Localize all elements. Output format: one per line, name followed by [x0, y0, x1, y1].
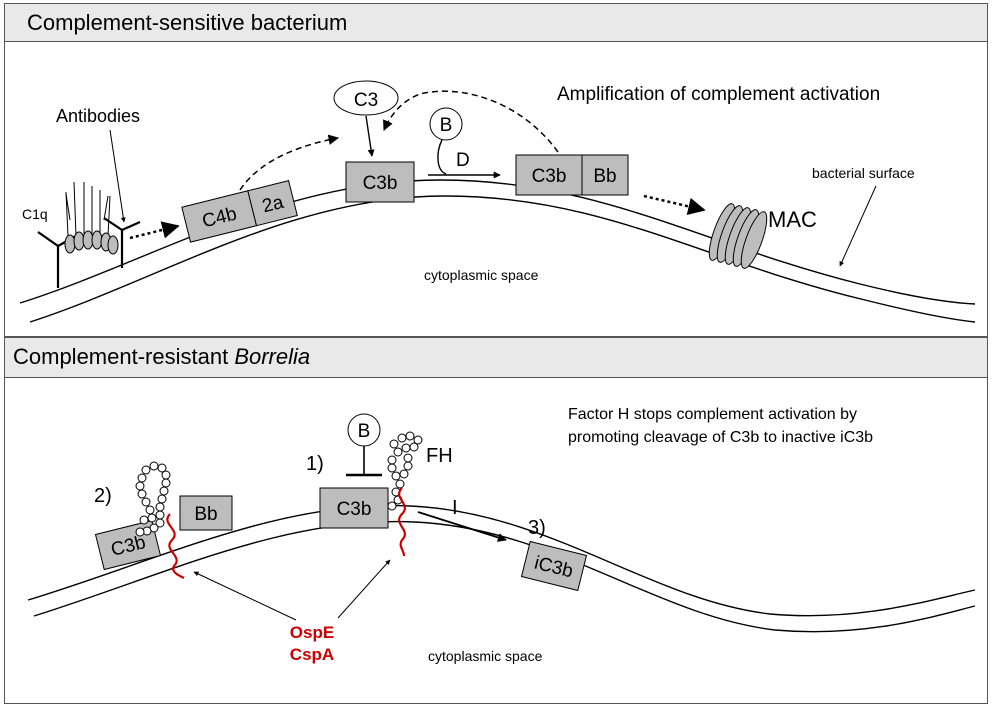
factor-d-text: D — [456, 150, 470, 171]
step-3-label: 3) — [528, 517, 546, 539]
c2a-box — [247, 179, 298, 227]
mac-label: MAC — [768, 207, 817, 232]
dotted-arrow-c1q-to-c4b — [129, 221, 180, 240]
c3b-center-text: C3b — [363, 173, 398, 194]
panel-complement-resistant: Complement-resistant Borrelia — [4, 337, 988, 704]
cytoplasmic-space-label-top: cytoplasmic space — [424, 267, 539, 283]
bacterial-surface-label: bacterial surface — [812, 165, 915, 181]
panel-title-complement-resistant: Complement-resistant Borrelia — [5, 338, 987, 378]
bb-text: Bb — [593, 166, 616, 187]
step-2-label: 2) — [94, 485, 112, 507]
cspa-label: CspA — [290, 645, 334, 664]
factor-b-hook — [437, 139, 447, 175]
factor-i-arrow — [417, 511, 507, 542]
dashed-arrow-c4b-to-c3b — [239, 134, 340, 191]
arrow-to-ospe-center — [337, 559, 391, 619]
panel-complement-sensitive: Complement-sensitive bacterium — [4, 3, 988, 337]
c3b-center-box — [345, 161, 415, 203]
membrane-outer-bottom — [27, 504, 976, 617]
bacterial-surface-pointer — [839, 185, 877, 267]
c3b-right-box — [515, 154, 583, 196]
membrane-inner-top — [29, 195, 976, 323]
antibodies-pointer-arrow — [109, 129, 126, 223]
bb-left-box — [179, 495, 233, 531]
amplification-label: Amplification of complement activation — [557, 84, 880, 105]
ic3b-group: iC3b — [520, 540, 588, 592]
panel-title-complement-sensitive: Complement-sensitive bacterium — [5, 4, 987, 42]
step-1-label: 1) — [306, 453, 324, 475]
c3-oval — [333, 80, 399, 116]
dashed-arrow-amplification-loop — [383, 90, 559, 153]
arrow-c3-to-c3b — [365, 115, 375, 157]
factor-h-text-line2: promoting cleavage of C3b to inactive iC… — [568, 429, 873, 446]
c1q-label: C1q — [22, 206, 48, 222]
fh-beads-center — [387, 431, 423, 511]
mac-pore — [708, 203, 768, 269]
ospe-cspa-center — [398, 487, 406, 557]
bb-left-text: Bb — [194, 504, 217, 525]
c1q-complex — [37, 181, 141, 288]
dotted-arrow-to-mac — [643, 194, 706, 215]
ospe-label: OspE — [290, 623, 334, 642]
title-italic-borrelia: Borrelia — [234, 344, 311, 369]
c3b-bottom-center-text: C3b — [337, 499, 372, 520]
factor-h-text-line1: Factor H stops complement activation by — [568, 406, 857, 423]
fh-beads-left — [135, 461, 171, 537]
ospe-cspa-left — [166, 513, 185, 579]
title-plain: Complement-resistant — [13, 344, 235, 369]
fh-label: FH — [426, 445, 453, 467]
antibodies-label: Antibodies — [56, 106, 140, 126]
c4b2a-complex: C4b 2a — [181, 179, 298, 243]
c3b-bottom-center-box — [319, 487, 389, 529]
bb-box — [581, 154, 629, 196]
factor-i-label: I — [452, 497, 458, 519]
c3-text: C3 — [354, 90, 378, 111]
cytoplasmic-space-label-bottom: cytoplasmic space — [428, 648, 543, 664]
factor-b-circle — [429, 107, 463, 141]
factor-b-bottom-text: B — [358, 421, 371, 442]
factor-b-text: B — [440, 115, 453, 136]
ic3b-box — [520, 540, 588, 592]
c3b-right-text: C3b — [532, 166, 567, 187]
arrow-to-ospe-left — [193, 571, 297, 621]
